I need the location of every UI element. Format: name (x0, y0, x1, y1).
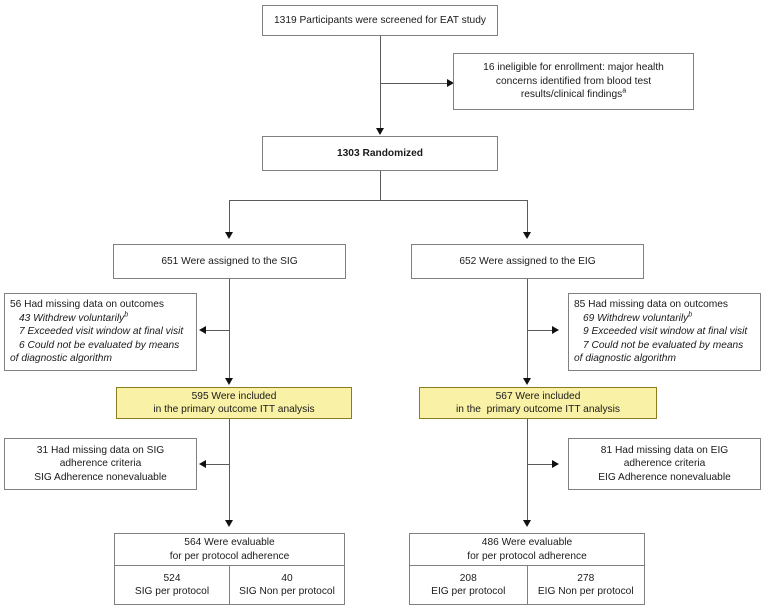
node-sig-adherence-line1: 31 Had missing data on SIG (36, 444, 165, 456)
node-sig-missing-line2-text: 43 Withdrew voluntarily (19, 312, 125, 324)
node-eig-adherence-missing: 81 Had missing data on EIG adherence cri… (568, 438, 761, 490)
connector-screened-to-randomized (380, 36, 381, 134)
node-eig-non-per-protocol-value: 278 (577, 572, 595, 584)
node-eig-evaluable-line2: for per protocol adherence (467, 550, 587, 562)
node-sig-missing-line5: of diagnostic algorithm (10, 353, 112, 365)
node-sig-missing-line1: 56 Had missing data on outcomes (10, 299, 165, 311)
arrowhead-to-randomized (376, 128, 384, 135)
node-eig-assigned: 652 Were assigned to the EIG (411, 244, 644, 279)
node-eig-evaluable-cells: 208 EIG per protocol 278 EIG Non per pro… (410, 566, 644, 604)
arrowhead-to-eig-missing (552, 326, 559, 334)
connector-split-to-sig (229, 200, 230, 236)
node-sig-evaluable-line1: 564 Were evaluable (184, 537, 275, 549)
node-eig-per-protocol-cell: 208 EIG per protocol (410, 566, 527, 604)
node-sig-missing-line4: 6 Could not be evaluated by means (19, 339, 180, 351)
connector-eig-itt-to-evaluable (527, 419, 528, 525)
connector-screened-to-ineligible (380, 83, 449, 84)
arrowhead-to-eig-adherence-missing (552, 460, 559, 468)
arrowhead-to-sig-missing (199, 326, 206, 334)
node-ineligible-line1: 16 ineligible for enrollment: major heal… (483, 62, 664, 74)
connector-sig-to-missing (205, 330, 230, 331)
node-sig-non-per-protocol-value: 40 (281, 572, 293, 584)
node-randomized: 1303 Randomized (262, 136, 498, 171)
node-eig-non-per-protocol-cell: 278 EIG Non per protocol (526, 566, 645, 604)
footnote-marker-a: a (622, 87, 627, 95)
node-sig-adherence-line3: SIG Adherence nonevaluable (34, 471, 167, 483)
node-eig-itt-line2: in the primary outcome ITT analysis (455, 404, 620, 415)
node-screened: 1319 Participants were screened for EAT … (262, 5, 498, 36)
node-eig-itt-line1: 567 Were included (495, 390, 581, 402)
connector-randomization-split-bar (229, 200, 528, 201)
node-sig-per-protocol-cell: 524 SIG per protocol (115, 566, 229, 604)
arrowhead-to-eig-itt (523, 378, 531, 385)
node-eig-missing-line2: 69 Withdrew voluntarilyb (574, 312, 692, 325)
arrowhead-to-eig-assigned (523, 232, 531, 239)
arrowhead-to-sig-assigned (225, 232, 233, 239)
node-sig-evaluable-line2: for per protocol adherence (169, 550, 290, 562)
node-eig-evaluable-header: 486 Were evaluable for per protocol adhe… (410, 534, 644, 566)
connector-eig-assigned-to-itt (527, 279, 528, 383)
node-ineligible-line2: concerns identified from blood test (495, 75, 652, 87)
node-sig-evaluable-cells: 524 SIG per protocol 40 SIG Non per prot… (115, 566, 344, 604)
node-sig-assigned-line1: 651 Were assigned to the SIG (161, 255, 298, 267)
node-eig-missing-data: 85 Had missing data on outcomes 69 Withd… (568, 293, 761, 371)
node-sig-missing-data: 56 Had missing data on outcomes 43 Withd… (4, 293, 197, 371)
node-sig-evaluable: 564 Were evaluable for per protocol adhe… (114, 533, 345, 605)
node-sig-missing-line3: 7 Exceeded visit window at final visit (19, 326, 184, 338)
node-sig-itt-line1: 595 Were included (191, 390, 277, 402)
node-eig-missing-line5: of diagnostic algorithm (574, 353, 676, 365)
node-eig-missing-line4: 7 Could not be evaluated by means (583, 339, 744, 351)
connector-eig-to-adherence-missing (527, 464, 553, 465)
node-sig-itt-line2: in the primary outcome ITT analysis (153, 404, 315, 415)
node-ineligible: 16 ineligible for enrollment: major heal… (453, 53, 694, 110)
node-eig-non-per-protocol-label: EIG Non per protocol (537, 586, 634, 597)
node-sig-missing-line2: 43 Withdrew voluntarilyb (10, 312, 128, 325)
footnote-marker-b2: b (688, 311, 693, 319)
footnote-marker-b: b (124, 311, 129, 319)
arrowhead-to-sig-evaluable (225, 520, 233, 527)
node-ineligible-line3: results/clinical findingsa (521, 88, 626, 101)
node-eig-per-protocol-label: EIG per protocol (431, 586, 506, 597)
node-sig-per-protocol-label: SIG per protocol (134, 586, 210, 597)
node-eig-missing-line2-text: 69 Withdrew voluntarily (583, 312, 689, 324)
node-sig-adherence-line2: adherence criteria (59, 458, 142, 470)
node-sig-adherence-missing: 31 Had missing data on SIG adherence cri… (4, 438, 197, 490)
node-randomized-line1: 1303 Randomized (336, 147, 424, 159)
arrowhead-to-sig-adherence-missing (199, 460, 206, 468)
arrowhead-to-ineligible (447, 79, 454, 87)
connector-sig-itt-to-evaluable (229, 419, 230, 525)
node-eig-assigned-line1: 652 Were assigned to the EIG (459, 255, 596, 267)
node-sig-non-per-protocol-cell: 40 SIG Non per protocol (229, 566, 344, 604)
connector-split-to-eig (527, 200, 528, 236)
connector-sig-to-adherence-missing (205, 464, 230, 465)
arrowhead-to-eig-evaluable (523, 520, 531, 527)
node-sig-per-protocol-value: 524 (163, 572, 181, 584)
connector-sig-assigned-to-itt (229, 279, 230, 383)
node-eig-adherence-line1: 81 Had missing data on EIG (600, 444, 729, 456)
connector-eig-to-missing (527, 330, 553, 331)
node-eig-missing-line3: 9 Exceeded visit window at final visit (583, 326, 748, 338)
node-eig-adherence-line2: adherence criteria (623, 458, 706, 470)
node-eig-missing-line1: 85 Had missing data on outcomes (574, 299, 729, 311)
node-eig-evaluable-line1: 486 Were evaluable (481, 537, 573, 549)
node-eig-itt-analysis: 567 Were included in the primary outcome… (419, 387, 657, 419)
node-sig-non-per-protocol-label: SIG Non per protocol (239, 586, 335, 597)
node-eig-per-protocol-value: 208 (459, 572, 477, 584)
node-ineligible-line3-text: results/clinical findings (520, 89, 623, 101)
arrowhead-to-sig-itt (225, 378, 233, 385)
node-screened-line1: 1319 Participants were screened for EAT … (274, 14, 486, 26)
node-sig-assigned: 651 Were assigned to the SIG (113, 244, 346, 279)
node-sig-evaluable-header: 564 Were evaluable for per protocol adhe… (115, 534, 344, 566)
node-eig-evaluable: 486 Were evaluable for per protocol adhe… (409, 533, 645, 605)
node-sig-itt-analysis: 595 Were included in the primary outcome… (116, 387, 352, 419)
connector-randomized-down (380, 171, 381, 201)
node-eig-adherence-line3: EIG Adherence nonevaluable (598, 471, 731, 483)
